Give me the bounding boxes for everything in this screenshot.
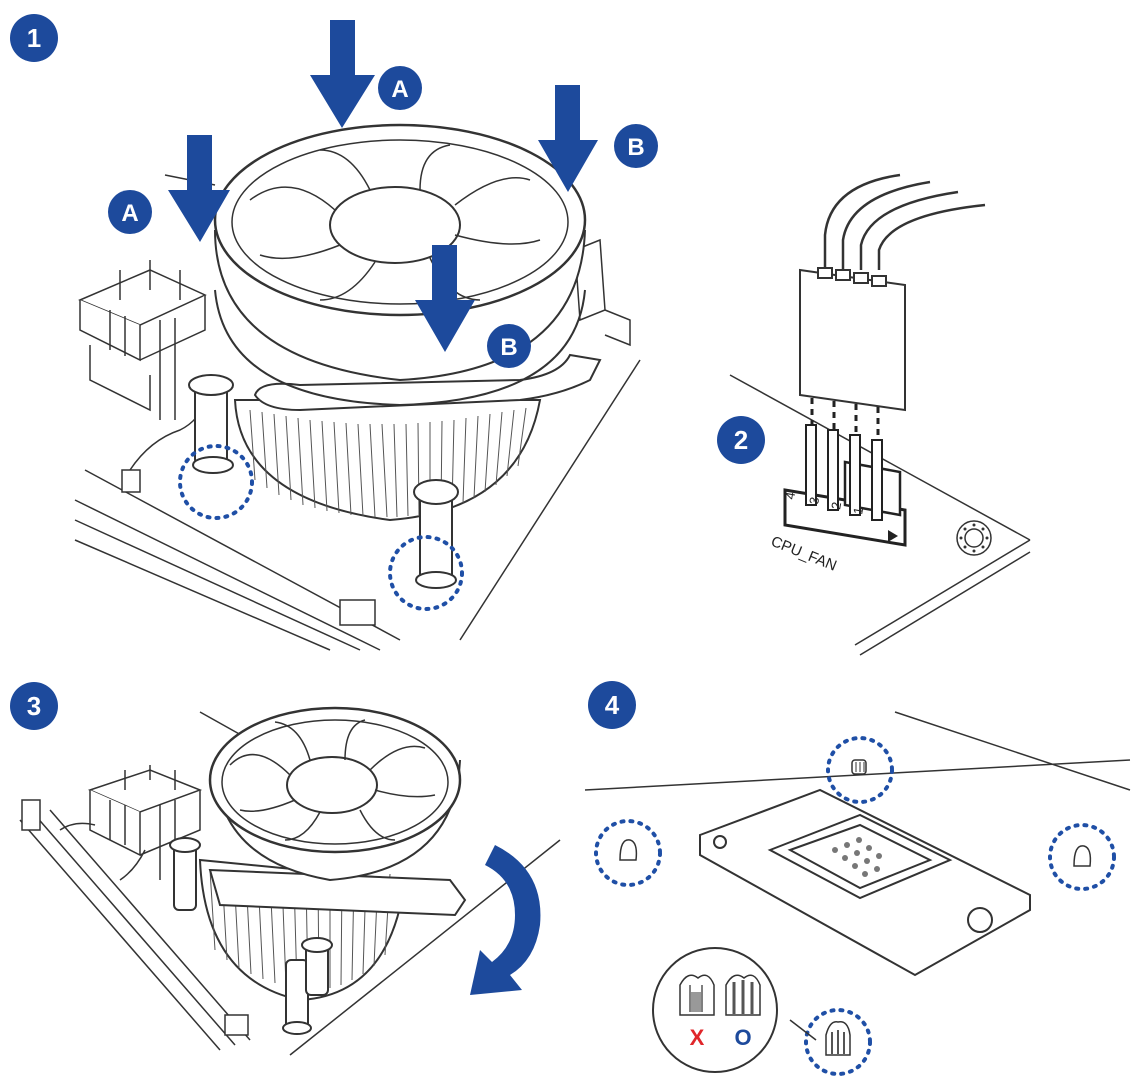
dotted-highlight-circle xyxy=(388,535,464,611)
svg-text:2: 2 xyxy=(734,425,748,455)
down-arrow-icon xyxy=(310,20,375,128)
svg-text:1: 1 xyxy=(27,23,41,53)
callout-b-top: B xyxy=(614,124,658,168)
svg-text:B: B xyxy=(627,134,644,161)
down-arrow-icon xyxy=(538,85,598,192)
panel-1-install-cooler: A A B B 1 xyxy=(10,14,658,651)
svg-text:A: A xyxy=(121,200,138,227)
fan-cable xyxy=(823,173,986,270)
panel-2-connect-fan: 4 3 2 1 CPU_FAN 2 xyxy=(717,173,1031,656)
cpu-socket xyxy=(699,788,1031,977)
pushpin-top xyxy=(826,736,894,804)
svg-text:B: B xyxy=(500,334,517,361)
step-badge-2: 2 xyxy=(717,416,765,464)
svg-text:2: 2 xyxy=(828,501,844,511)
right-mark: O xyxy=(734,1025,751,1050)
svg-text:3: 3 xyxy=(806,496,822,506)
step-badge-1: 1 xyxy=(10,14,58,62)
fan-connector-plug xyxy=(799,267,906,412)
socket-pins xyxy=(832,837,882,877)
svg-text:4: 4 xyxy=(605,690,620,720)
memory-slots xyxy=(78,260,207,420)
pushpin-right xyxy=(1048,823,1116,891)
pushpin-left xyxy=(594,819,662,887)
mounting-hole xyxy=(956,520,992,556)
panel-4-verify-pins: X O 4 xyxy=(584,681,1131,1076)
down-arrow-icon xyxy=(168,135,230,242)
cpu-fan-header xyxy=(783,424,907,547)
step-badge-4: 4 xyxy=(588,681,636,729)
heatsink xyxy=(233,399,542,522)
pushpin-comparison-zoom: X O xyxy=(652,947,817,1073)
step-badge-3: 3 xyxy=(10,682,58,730)
callout-a-top: A xyxy=(378,66,422,110)
svg-text:A: A xyxy=(391,76,408,103)
pin-numbers: 4 3 2 1 xyxy=(782,491,866,516)
svg-text:1: 1 xyxy=(850,506,866,516)
callout-b-mid: B xyxy=(487,324,531,368)
svg-text:4: 4 xyxy=(782,491,798,501)
cpu-fan-label: CPU_FAN xyxy=(769,533,840,575)
push-pin-legs xyxy=(188,374,459,589)
rotate-clockwise-icon xyxy=(470,845,541,995)
wrong-mark: X xyxy=(690,1025,705,1050)
callout-a-left: A xyxy=(108,190,152,234)
down-arrow-icon xyxy=(415,245,475,352)
pushpin-bottom xyxy=(804,1008,872,1076)
svg-text:3: 3 xyxy=(27,691,41,721)
cooling-fan xyxy=(213,123,587,407)
dotted-highlight-circle xyxy=(178,444,254,520)
panel-3-rotate-pins: 3 xyxy=(10,682,561,1056)
